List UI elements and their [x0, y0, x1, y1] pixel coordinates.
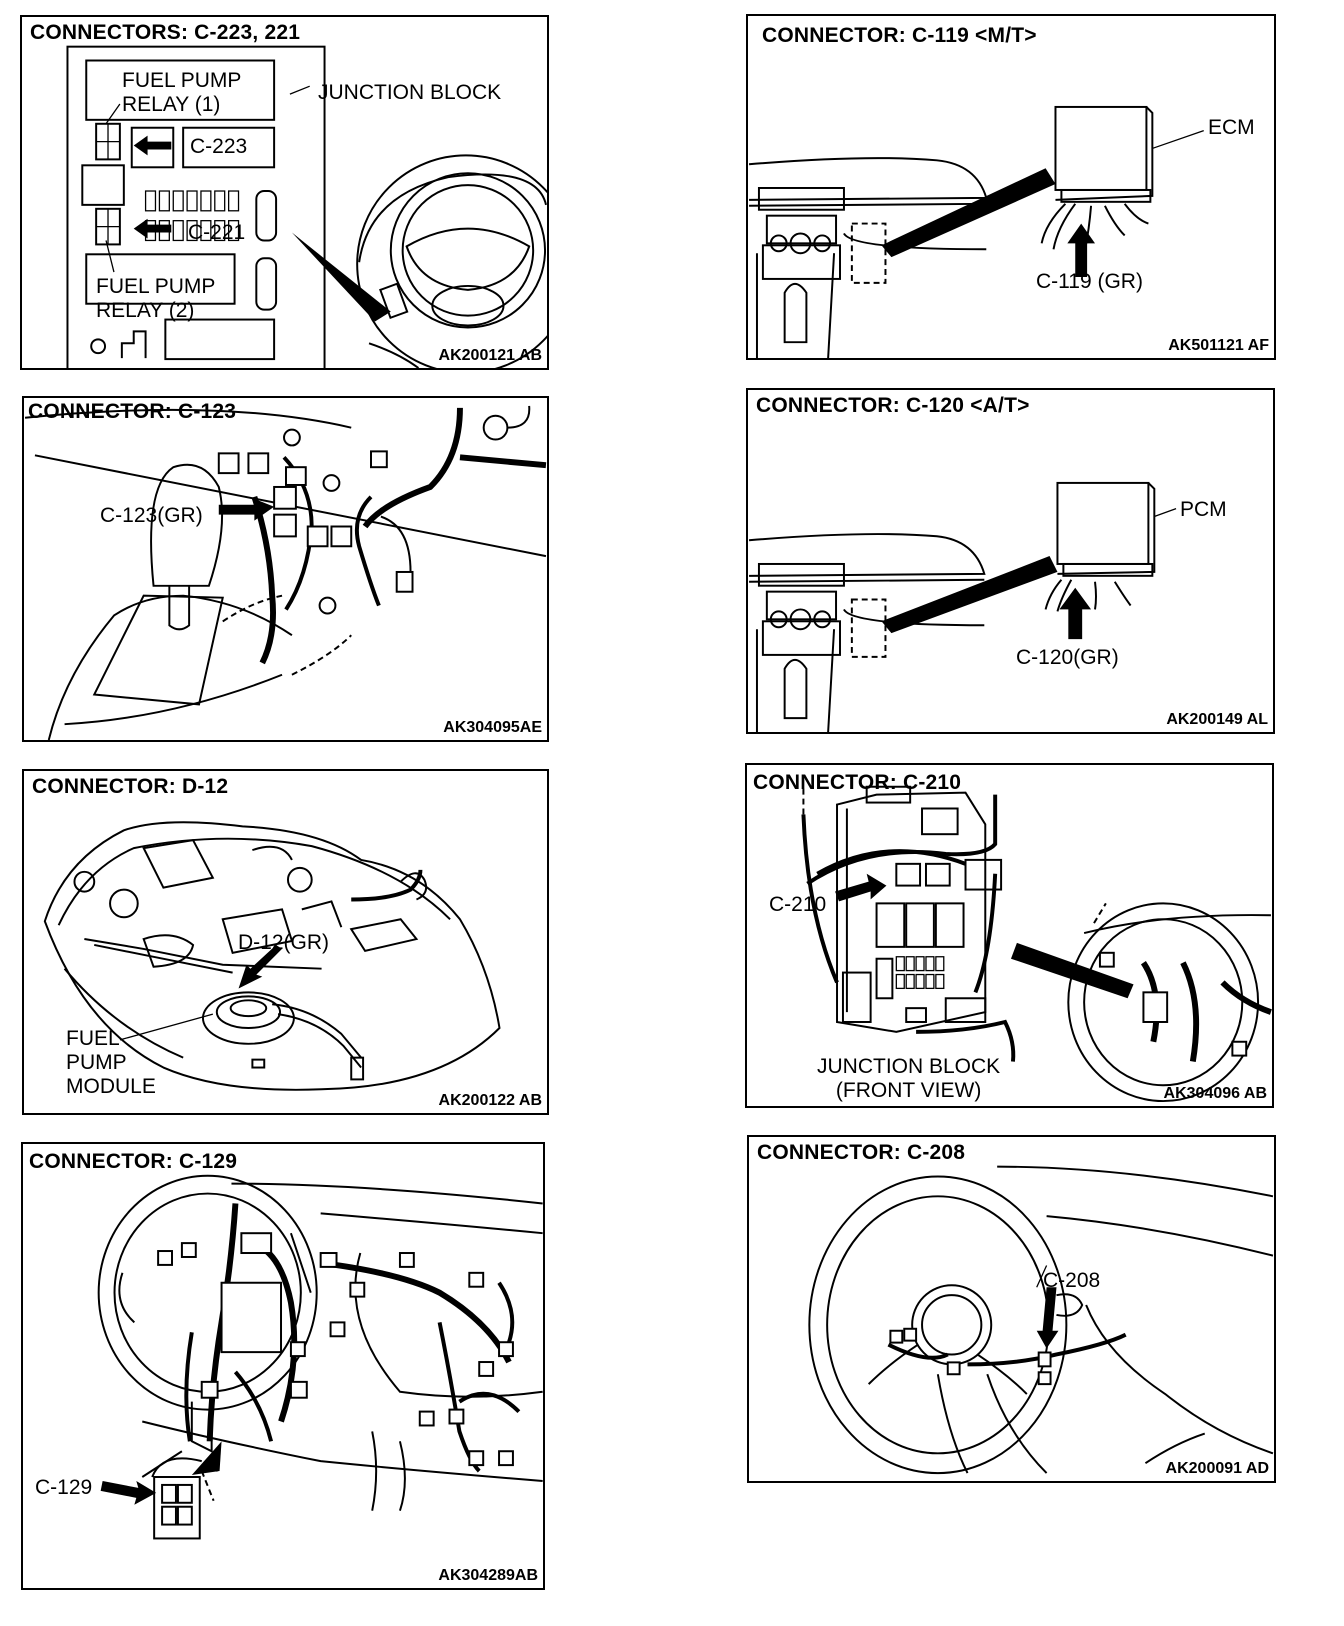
shift-lever-harness-illustration — [24, 405, 547, 740]
panel-c129: CONNECTOR: C-129 C-129 AK304289AB — [21, 1142, 545, 1590]
panel-title: CONNECTOR: C-120 <A/T> — [756, 394, 1030, 417]
panel-title: CONNECTOR: C-210 — [753, 771, 962, 794]
figure-code: AK304095AE — [443, 719, 542, 736]
instrument-panel-harness-illustration — [97, 1174, 543, 1540]
panel-title: CONNECTOR: D-12 — [32, 775, 229, 798]
panel-c123: CONNECTOR: C-123 C-123(GR) AK304095AE — [22, 396, 549, 742]
panel-title: CONNECTOR: C-129 — [29, 1150, 238, 1173]
c210-label: C-210 — [769, 893, 827, 916]
panel-c210: CONNECTOR: C-210 C-210 JUNCTION BLOCK (F… — [745, 763, 1274, 1108]
junction-block-illustration — [66, 45, 547, 368]
junction-block-label: JUNCTION BLOCK — [318, 81, 502, 104]
figure-code: AK200091 AD — [1165, 1460, 1269, 1477]
figure-code: AK304289AB — [438, 1567, 538, 1584]
c208-label: C-208 — [1043, 1269, 1101, 1292]
c223-label: C-223 — [190, 135, 248, 158]
panel-c208: CONNECTOR: C-208 C-208 AK200091 AD — [747, 1135, 1276, 1483]
fuel-pump-relay-2-label: FUEL PUMP RELAY (2) — [96, 275, 216, 322]
ecm-illustration — [748, 105, 1204, 358]
fuel-pump-module-label: FUEL PUMP MODULE — [66, 1027, 156, 1098]
junction-block-front-view-illustration — [801, 784, 1272, 1103]
d12-label: D-12(GR) — [238, 931, 330, 954]
fuel-pump-relay-1-label: FUEL PUMP RELAY (1) — [122, 69, 242, 116]
panel-title: CONNECTOR: C-123 — [28, 400, 237, 423]
panel-c223-c221: CONNECTORS: C-223, 221 FUEL PUMP RELAY (… — [20, 15, 549, 370]
pcm-label: PCM — [1180, 498, 1227, 521]
panel-title: CONNECTORS: C-223, 221 — [30, 21, 301, 44]
c129-label: C-129 — [35, 1476, 93, 1499]
figure-code: AK200121 AB — [438, 347, 542, 364]
c120-label: C-120(GR) — [1016, 646, 1119, 669]
pcm-illustration — [748, 481, 1177, 732]
panel-c120: CONNECTOR: C-120 <A/T> PCM C-120(GR) AK2… — [746, 388, 1275, 734]
panel-title: CONNECTOR: C-119 <M/T> — [762, 24, 1037, 47]
figure-code: AK200122 AB — [438, 1092, 542, 1109]
panel-c119: CONNECTOR: C-119 <M/T> ECM C-119 (GR) AK… — [746, 14, 1276, 360]
c123-label: C-123(GR) — [100, 504, 203, 527]
panel-title: CONNECTOR: C-208 — [757, 1141, 966, 1164]
junction-block-front-view-label: JUNCTION BLOCK (FRONT VIEW) — [817, 1055, 1001, 1102]
c221-label: C-221 — [188, 221, 246, 244]
fuel-tank-illustration — [43, 821, 501, 1091]
figure-code: AK304096 AB — [1163, 1085, 1267, 1102]
ecm-label: ECM — [1208, 116, 1255, 139]
steering-column-illustration — [808, 1165, 1274, 1475]
c119-label: C-119 (GR) — [1036, 270, 1143, 293]
figure-code: AK200149 AL — [1166, 711, 1268, 728]
figure-code: AK501121 AF — [1168, 337, 1269, 354]
panel-d12: CONNECTOR: D-12 D-12(GR) FUEL PUMP MODUL… — [22, 769, 549, 1115]
